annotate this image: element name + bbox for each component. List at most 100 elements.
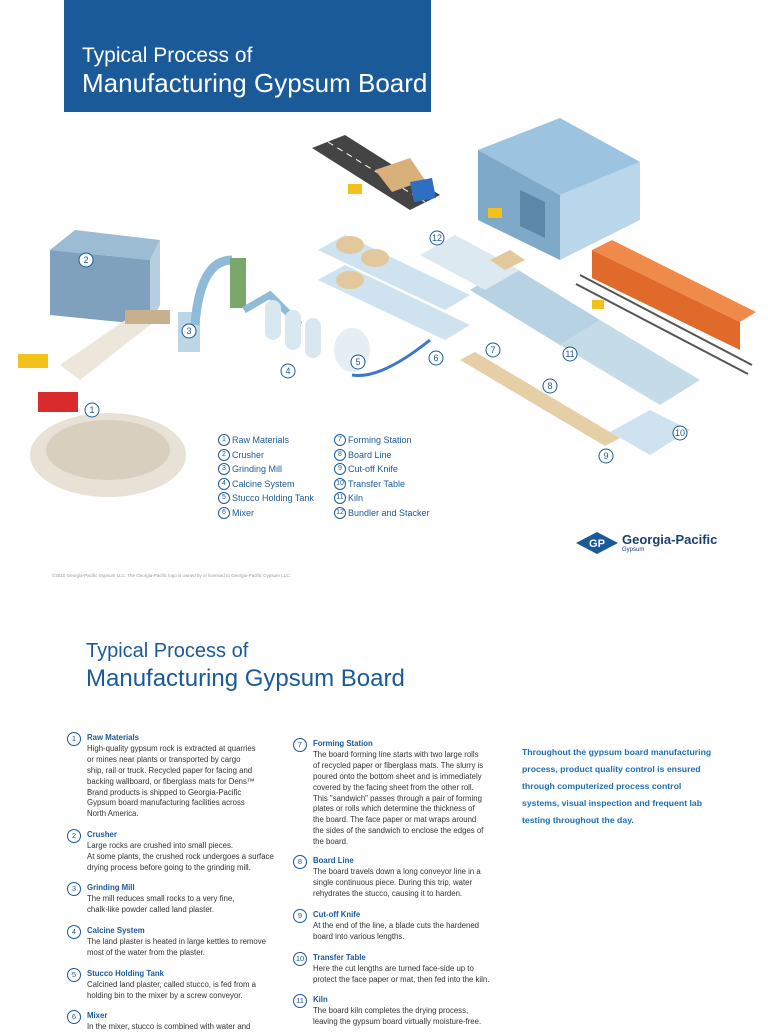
legend-label: Kiln — [348, 493, 364, 503]
step-grinding-mill: 3 Grinding Mill The mill reduces small r… — [67, 882, 235, 916]
warehouse — [478, 118, 640, 260]
step-text: The board kiln completes the drying proc… — [313, 1005, 482, 1026]
svg-text:9: 9 — [603, 451, 608, 461]
marker-4: 4 — [280, 363, 296, 379]
marker-7: 7 — [485, 342, 501, 358]
legend-number: 10 — [334, 477, 346, 490]
step-number: 4 — [67, 925, 81, 939]
legend-number: 1 — [218, 434, 230, 447]
step-mixer: 6 Mixer In the mixer, stucco is combined… — [67, 1010, 250, 1033]
legend-number: 3 — [218, 463, 230, 476]
georgia-pacific-logo: GP Georgia-Pacific Gypsum — [576, 532, 717, 554]
legend-number: 9 — [334, 463, 346, 476]
step-text: Large rocks are crushed into small piece… — [87, 840, 274, 872]
marker-11: 11 — [562, 346, 578, 362]
step-number: 8 — [293, 855, 307, 869]
legend-label: Transfer Table — [348, 478, 406, 489]
step-text: Calcined land plaster, called stucco, is… — [87, 979, 257, 1000]
section2-title: Typical Process of Manufacturing Gypsum … — [86, 638, 405, 694]
step-crusher: 2 Crusher Large rocks are crushed into s… — [67, 829, 274, 874]
legend-label: Stucco Holding Tank — [232, 493, 314, 503]
step-heading: Mixer — [87, 1011, 108, 1020]
marker-5: 5 — [350, 354, 366, 370]
legend-number: 12 — [334, 506, 346, 519]
svg-text:8: 8 — [547, 381, 552, 391]
raw-material-pile — [18, 310, 186, 497]
step-number: 6 — [67, 1010, 81, 1024]
step-number: 2 — [67, 829, 81, 843]
step-number: 7 — [293, 738, 307, 752]
svg-text:GP: GP — [589, 538, 605, 550]
legend-number: 4 — [218, 477, 230, 490]
step-heading: Stucco Holding Tank — [87, 969, 164, 978]
logo-wordmark: Georgia-Pacific Gypsum — [622, 533, 717, 554]
step-heading: Grinding Mill — [87, 883, 135, 892]
marker-12: 12 — [429, 230, 445, 246]
legend-number: 5 — [218, 492, 230, 505]
step-board-line: 8 Board Line The board travels down a lo… — [293, 855, 481, 900]
section2-title-line2: Manufacturing Gypsum Board — [86, 665, 405, 692]
step-text: The land plaster is heated in large kett… — [87, 936, 266, 957]
page-title-line1: Typical Process of — [82, 44, 253, 67]
legend-label: Bundler and Stacker — [348, 507, 430, 518]
marker-8: 8 — [542, 378, 558, 394]
step-heading: Calcine System — [87, 926, 145, 935]
legend-label: Forming Station — [348, 435, 412, 445]
process-illustration: 1 2 3 4 5 6 7 8 9 10 11 12 — [18, 118, 756, 497]
road-with-truck — [312, 135, 440, 210]
section2-title-line1: Typical Process of — [86, 640, 249, 662]
legend-label: Mixer — [232, 507, 254, 518]
step-number: 1 — [67, 732, 81, 746]
page-title-line2: Manufacturing Gypsum Board — [82, 68, 428, 98]
svg-text:2: 2 — [83, 255, 88, 265]
legend-number: 6 — [218, 506, 230, 519]
step-text: The mill reduces small rocks to a very f… — [87, 893, 235, 914]
step-forming-station: 7 Forming Station The board forming line… — [293, 738, 484, 848]
legend-label: Board Line — [348, 449, 392, 460]
legend-number: 8 — [334, 448, 346, 461]
rail-car — [575, 240, 756, 375]
svg-text:6: 6 — [433, 353, 438, 363]
svg-text:11: 11 — [565, 349, 574, 359]
svg-text:1: 1 — [89, 405, 94, 415]
step-number: 9 — [293, 909, 307, 923]
legend-label: Cut-off Knife — [348, 464, 398, 474]
marker-2: 2 — [78, 252, 94, 268]
step-number: 11 — [293, 994, 307, 1008]
svg-text:12: 12 — [432, 233, 442, 243]
step-heading: Kiln — [313, 995, 328, 1004]
quality-control-callout: Throughout the gypsum board manufacturin… — [522, 747, 712, 826]
marker-1: 1 — [84, 402, 100, 418]
step-text: The board forming line starts with two l… — [313, 749, 484, 847]
header-title-box: Typical Process of Manufacturing Gypsum … — [64, 0, 431, 112]
marker-10: 10 — [672, 425, 688, 441]
step-raw-materials: 1 Raw Materials High-quality gypsum rock… — [67, 732, 256, 820]
forming-and-board-line — [318, 235, 700, 455]
legend-number: 7 — [334, 434, 346, 447]
legend-label: Calcine System — [232, 478, 295, 489]
step-heading: Transfer Table — [313, 953, 366, 962]
svg-text:5: 5 — [355, 357, 360, 367]
legend-number: 2 — [218, 448, 230, 461]
gp-diamond-icon: GP — [576, 532, 618, 554]
svg-text:10: 10 — [675, 428, 685, 438]
svg-text:4: 4 — [285, 366, 290, 376]
step-number: 10 — [293, 952, 307, 966]
step-transfer-table: 10 Transfer Table Here the cut lengths a… — [293, 952, 489, 986]
legend-label: Raw Materials — [232, 435, 290, 445]
step-cut-off-knife: 9 Cut-off Knife At the end of the line, … — [293, 909, 479, 943]
marker-6: 6 — [428, 350, 444, 366]
marker-3: 3 — [181, 323, 197, 339]
